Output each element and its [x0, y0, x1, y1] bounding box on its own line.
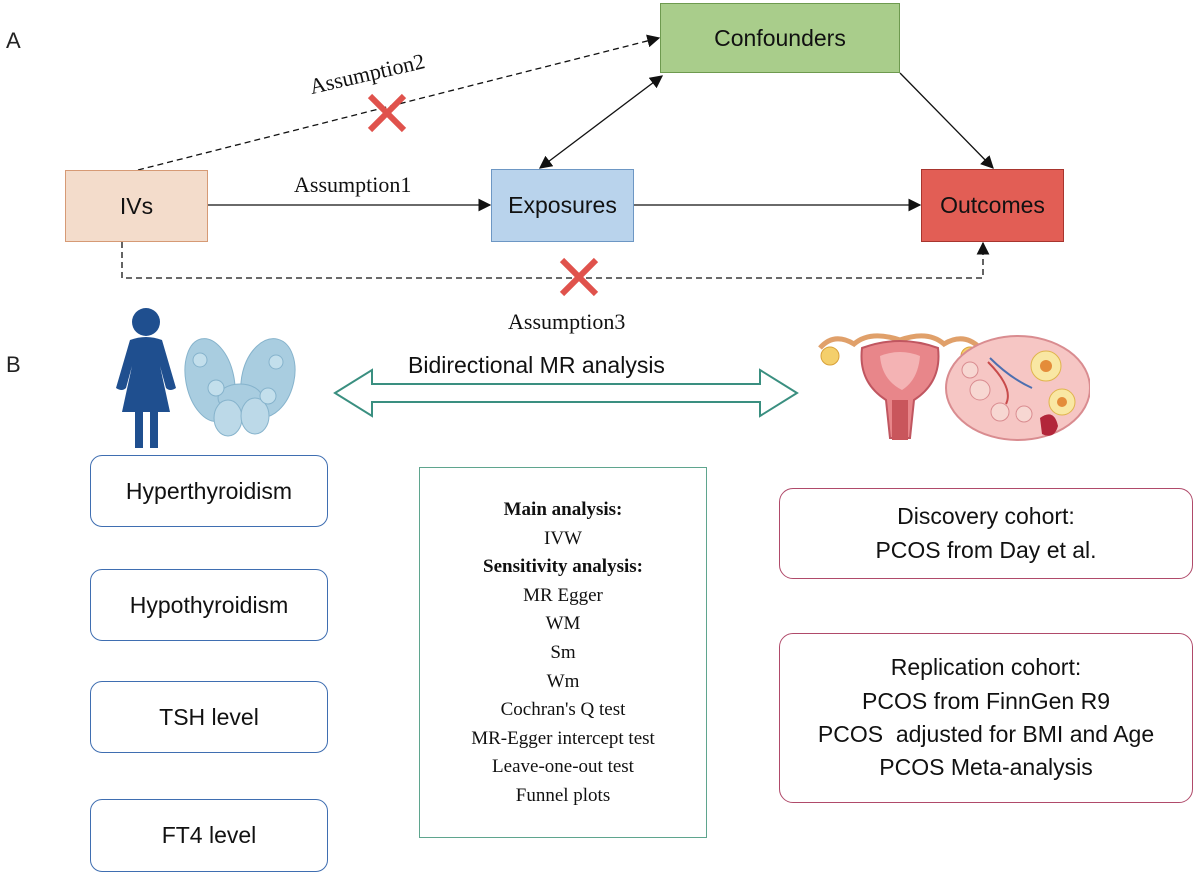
method-item: IVW: [544, 527, 582, 549]
confounders-node: Confounders: [660, 3, 900, 73]
method-item: Cochran's Q test: [500, 699, 626, 721]
method-item: Wm: [546, 670, 580, 692]
method-item: MR-Egger intercept test: [471, 727, 655, 749]
bidirectional-arrow: [333, 368, 799, 418]
cross-icon: [559, 257, 599, 297]
discovery-cohort-source: PCOS from Day et al.: [875, 536, 1097, 563]
method-item: MR Egger: [523, 584, 603, 606]
panel-a-label: A: [6, 28, 21, 53]
method-item: Funnel plots: [515, 784, 611, 806]
panel-b-label: B: [6, 352, 21, 377]
cross-icon: [367, 93, 407, 133]
exposures-node: Exposures: [491, 169, 634, 242]
woman-thyroid-illustration: [116, 308, 296, 448]
uterus-ovary-illustration: [818, 333, 1090, 441]
replication-cohort-item: PCOS adjusted for BMI and Age: [817, 721, 1155, 747]
method-item: Leave-one-out test: [492, 756, 634, 778]
outcomes-node: Outcomes: [921, 169, 1064, 242]
methods-box: Main analysis: IVW Sensitivity analysis:…: [419, 467, 707, 838]
replication-cohort-item: PCOS from FinnGen R9: [862, 687, 1110, 714]
main-analysis-heading: Main analysis:: [503, 499, 623, 520]
woman-icon: [116, 308, 176, 448]
thyroid-icon: [184, 338, 296, 437]
assumption1-label: Assumption1: [294, 172, 412, 197]
exposure-box-ft4: FT4 level: [90, 799, 328, 872]
exposure-box-hypothyroidism: Hypothyroidism: [90, 569, 328, 641]
bidirectional-label-text: Bidirectional MR analysis: [408, 352, 665, 378]
discovery-cohort-box: Discovery cohort: PCOS from Day et al.: [779, 488, 1193, 579]
sensitivity-analysis-heading: Sensitivity analysis:: [483, 556, 643, 578]
method-item: WM: [545, 613, 581, 635]
ivs-node: IVs: [65, 170, 208, 242]
discovery-cohort-title: Discovery cohort:: [897, 503, 1075, 530]
replication-cohort-item: PCOS Meta-analysis: [879, 754, 1093, 781]
assumption3-dashed-arrow: [121, 241, 990, 279]
method-item: Sm: [550, 641, 576, 663]
ovary-icon: [945, 335, 1090, 441]
replication-cohort-box: Replication cohort: PCOS from FinnGen R9…: [779, 633, 1193, 803]
confounder-outcome-arrow: [899, 72, 994, 169]
exposure-box-tsh: TSH level: [90, 681, 328, 753]
assumption3-label: Assumption3: [508, 309, 626, 334]
replication-cohort-title: Replication cohort:: [890, 654, 1082, 681]
exposure-box-hyperthyroidism: Hyperthyroidism: [90, 455, 328, 527]
confounder-exposure-arrow: [538, 75, 664, 169]
